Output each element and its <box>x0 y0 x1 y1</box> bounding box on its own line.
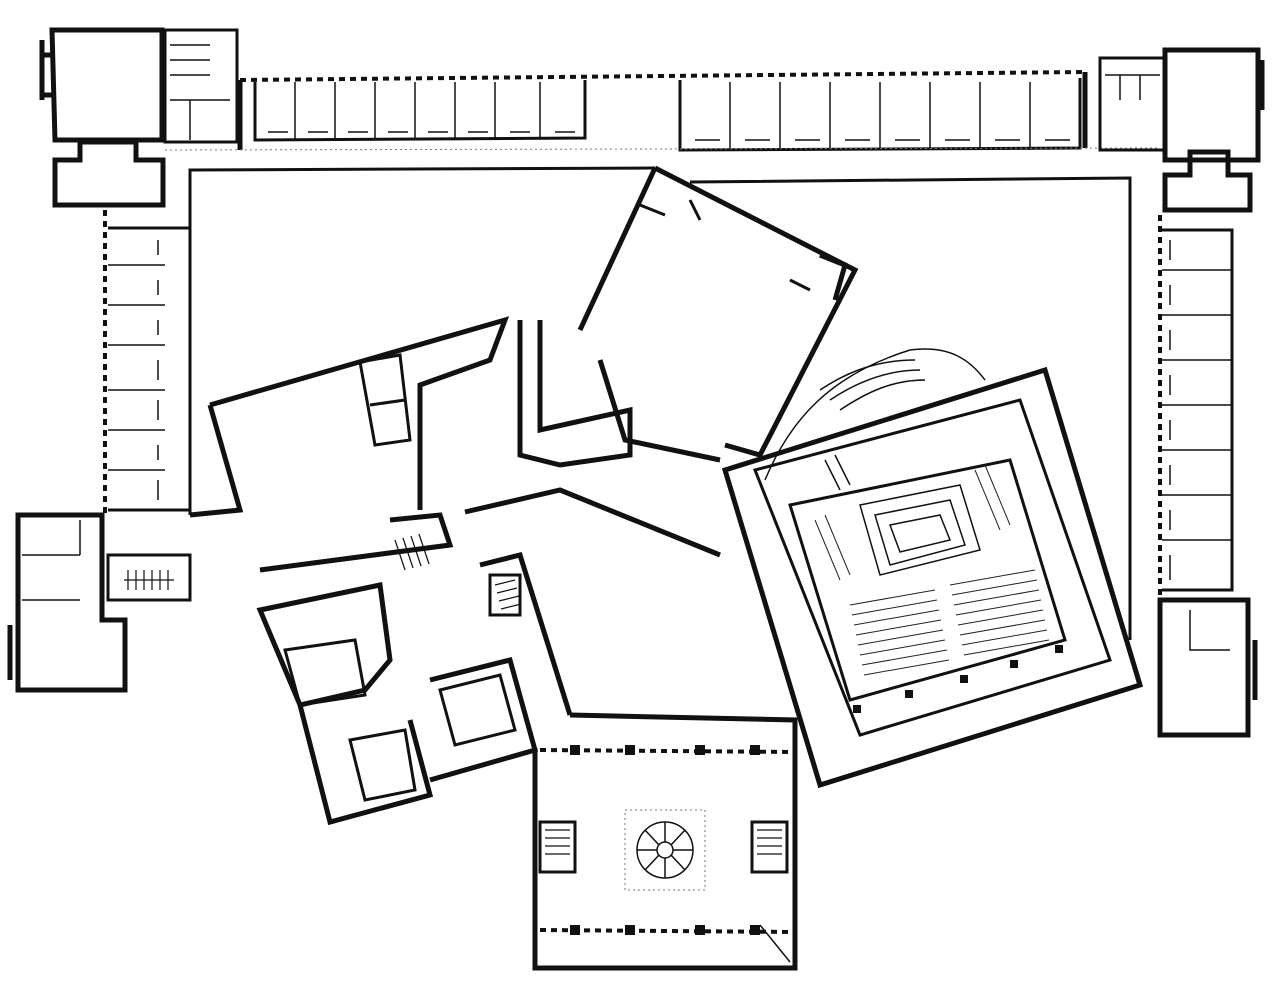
sw-tower <box>15 512 128 693</box>
straight-stair-icon <box>394 533 430 571</box>
studio-stair <box>488 573 522 617</box>
west-entrance-stair <box>538 820 577 874</box>
west-central-block <box>189 316 721 573</box>
ne-tower <box>1162 47 1261 163</box>
straight-stair-icon <box>124 570 174 590</box>
nw-tower-annex <box>52 139 166 208</box>
west-wing <box>7 210 192 693</box>
east-wing <box>1157 215 1258 738</box>
studios-block <box>256 533 573 826</box>
nw-tower <box>42 27 165 143</box>
east-entrance-stair <box>750 820 789 874</box>
courtyard-enclosure <box>188 166 1132 640</box>
north-classrooms-right <box>678 78 1082 152</box>
straight-stair-icon <box>494 579 522 610</box>
se-tower <box>1157 597 1251 738</box>
ne-tower-annex <box>1162 149 1253 213</box>
north-wing <box>39 27 1265 213</box>
north-central-hall <box>577 165 859 463</box>
spiral-stair-icon <box>624 809 706 891</box>
auditorium <box>721 348 1144 789</box>
entrance-pavilion <box>532 712 798 971</box>
north-corridor-outer-wall <box>239 70 1086 82</box>
north-classrooms-left <box>253 80 587 142</box>
auditorium-seating-icon <box>814 464 1050 676</box>
ne-wc-block <box>1098 56 1167 152</box>
west-stair <box>106 553 192 602</box>
nw-wc-block <box>163 28 239 144</box>
